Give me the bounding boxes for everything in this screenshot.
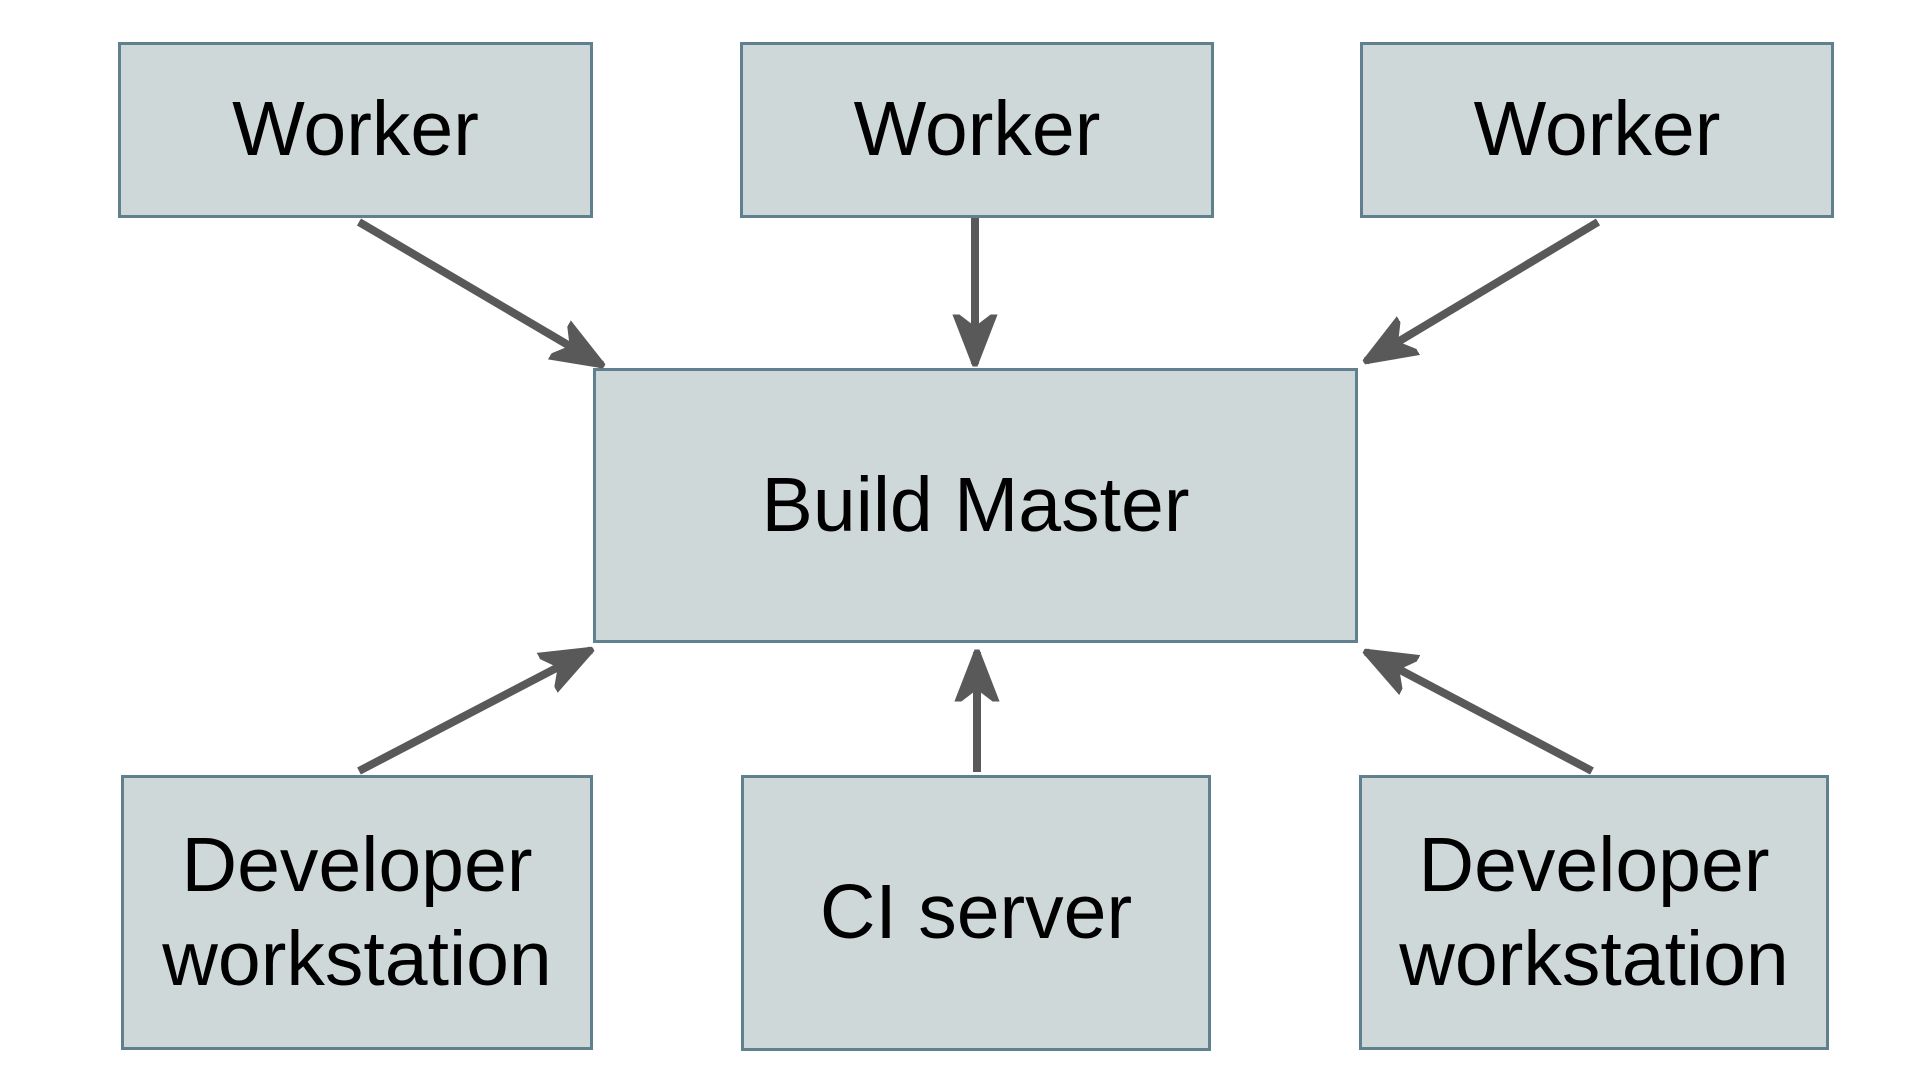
- node-worker-3-label: Worker: [1473, 86, 1721, 173]
- node-worker-3: Worker: [1360, 42, 1834, 218]
- node-worker-2-label: Worker: [853, 86, 1101, 173]
- arrow-dev-workstation-left-to-build-master: [357, 650, 591, 775]
- node-worker-1: Worker: [118, 42, 593, 218]
- node-ci-server-label: CI server: [819, 869, 1133, 956]
- node-worker-2: Worker: [740, 42, 1214, 218]
- arrow-worker1-to-build-master: [356, 218, 602, 365]
- node-developer-workstation-right-label: Developer workstation: [1399, 821, 1789, 1002]
- arrow-worker3-to-build-master: [1366, 218, 1601, 361]
- node-developer-workstation-left-label: Developer workstation: [162, 821, 552, 1002]
- node-build-master: Build Master: [593, 368, 1358, 643]
- node-build-master-label: Build Master: [761, 461, 1190, 548]
- node-developer-workstation-right: Developer workstation: [1359, 775, 1829, 1050]
- arrow-dev-workstation-right-to-build-master: [1366, 652, 1594, 775]
- node-worker-1-label: Worker: [232, 86, 479, 173]
- node-ci-server: CI server: [741, 775, 1211, 1051]
- node-developer-workstation-left: Developer workstation: [121, 775, 593, 1050]
